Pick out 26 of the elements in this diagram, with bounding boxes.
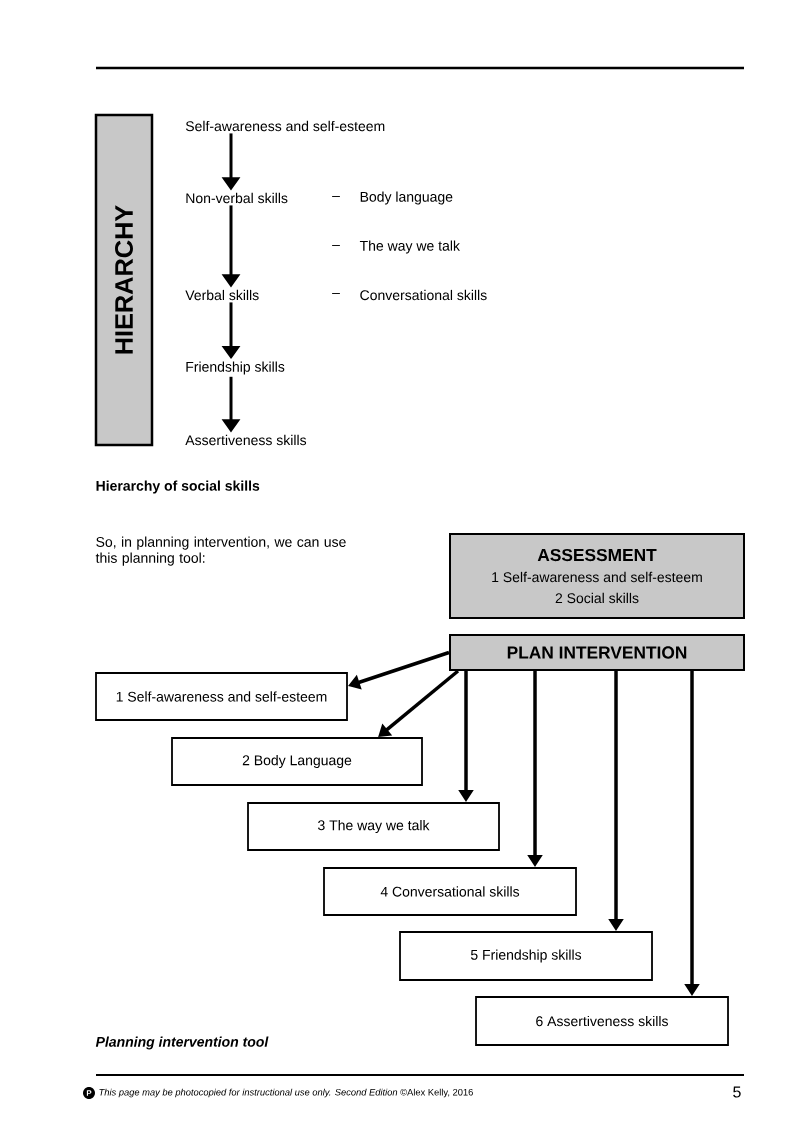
- figure-caption: Planning intervention tool: [95, 1036, 269, 1050]
- sub-item-text: Conversational skills: [360, 289, 487, 301]
- step-text: Non-verbal skills: [186, 192, 288, 204]
- sub-item-text: The way we talk: [359, 240, 460, 254]
- step-text: Assertiveness skills: [185, 434, 307, 446]
- process-box: PLAN INTERVENTION: [449, 634, 745, 671]
- info-box: ASSESSMENT 1 Self-awareness and self-esteem 2 Social skills: [449, 533, 745, 619]
- dash: –: [332, 245, 340, 246]
- process-box: 5 Friendship skills: [399, 931, 653, 981]
- dash: –: [332, 293, 340, 294]
- footer-text: This page may be photocopied for instructional use only. Second Edition ©Alex Kelly, 2016: [99, 1088, 473, 1098]
- sub-item-text: Body language: [360, 191, 453, 205]
- step-text: Self-awareness and self-esteem: [185, 120, 385, 132]
- circled-letter: P: [83, 1087, 95, 1099]
- step-text: Verbal skills: [185, 289, 259, 301]
- vertical-banner: HIERARCHY: [94, 113, 154, 447]
- page-number: 5: [733, 1086, 741, 1098]
- process-box: 4 Conversational skills: [323, 867, 577, 916]
- figure-caption: Hierarchy of social skills: [96, 480, 260, 494]
- dash: –: [332, 196, 340, 197]
- step-text: Friendship skills: [186, 361, 285, 375]
- process-box: 1 Self-awareness and self-esteem: [95, 672, 348, 721]
- intro-text: So, in planning intervention, we can use this planning tool:: [95, 536, 346, 566]
- process-box: 3 The way we talk: [247, 802, 500, 851]
- process-box: 2 Body Language: [171, 737, 423, 786]
- process-box: 6 Assertiveness skills: [475, 996, 729, 1046]
